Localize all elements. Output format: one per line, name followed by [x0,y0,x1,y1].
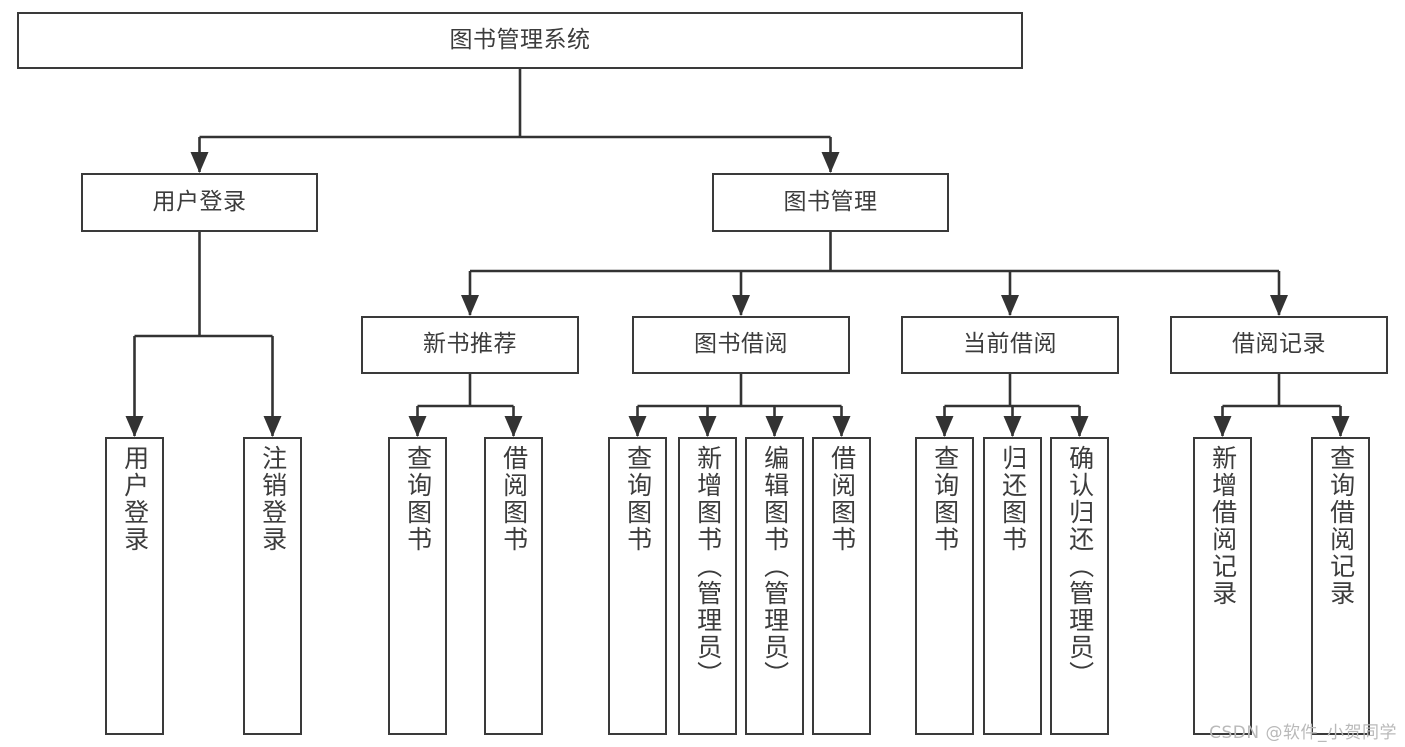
node-leaf-add-record[interactable]: 新增借阅记录 [1193,437,1252,735]
node-current-borrow[interactable]: 当前借阅 [901,316,1119,374]
node-label: 借阅图书 [827,445,857,553]
node-label: 新书推荐 [423,331,517,358]
node-label: 用户登录 [152,188,247,215]
edge-arrowhead [1001,295,1019,316]
node-label: 查询图书 [930,445,960,553]
node-label: 查询借阅记录 [1326,445,1356,607]
node-label: 归还图书 [998,445,1028,553]
node-label: 注销登录 [258,445,288,553]
edge-arrowhead [1331,416,1350,437]
node-new-book-rec[interactable]: 新书推荐 [361,316,579,374]
edge-arrowhead [732,295,750,316]
node-label: 确认归还（管理员） [1065,445,1095,688]
edge-arrowhead [698,416,717,437]
node-leaf-query-book-borrow[interactable]: 查询图书 [608,437,667,735]
node-leaf-borrow-book-rec[interactable]: 借阅图书 [484,437,543,735]
node-label: 图书管理 [783,188,878,215]
edge-arrowhead [263,416,282,437]
edge-arrowhead [1003,416,1022,437]
watermark-label: CSDN @软件_小贺同学 [1209,723,1397,743]
edge-arrowhead [832,416,851,437]
node-leaf-query-book-cur[interactable]: 查询图书 [915,437,974,735]
node-label: 新增借阅记录 [1208,445,1238,607]
edge-arrowhead [765,416,784,437]
edge-arrowhead [1213,416,1232,437]
node-user-login[interactable]: 用户登录 [81,173,318,232]
edge-arrowhead [461,295,479,316]
node-label: 借阅记录 [1232,331,1326,358]
node-label: 当前借阅 [963,331,1057,358]
node-root[interactable]: 图书管理系统 [17,12,1023,69]
node-leaf-confirm-return[interactable]: 确认归还（管理员） [1050,437,1109,735]
node-leaf-logout[interactable]: 注销登录 [243,437,302,735]
edge-arrowhead [408,416,427,437]
node-label: 新增图书（管理员） [693,445,723,688]
node-label: 查询图书 [403,445,433,553]
edge-arrowhead [1070,416,1089,437]
edge-arrowhead [1270,295,1288,316]
node-label: 编辑图书（管理员） [760,445,790,688]
node-label: 图书借阅 [694,331,788,358]
edge-arrowhead [821,152,840,173]
node-leaf-edit-book[interactable]: 编辑图书（管理员） [745,437,804,735]
edge-arrowhead [504,416,523,437]
node-leaf-query-book-rec[interactable]: 查询图书 [388,437,447,735]
edge-arrowhead [125,416,144,437]
node-label: 查询图书 [623,445,653,553]
edge-arrowhead [190,152,209,173]
edge-arrowhead [628,416,647,437]
node-book-manage[interactable]: 图书管理 [712,173,949,232]
edge-arrowhead [935,416,954,437]
node-leaf-return-book[interactable]: 归还图书 [983,437,1042,735]
node-borrow-record[interactable]: 借阅记录 [1170,316,1388,374]
node-label: 借阅图书 [499,445,529,553]
node-label: 用户登录 [120,445,150,553]
node-leaf-add-book[interactable]: 新增图书（管理员） [678,437,737,735]
node-book-borrow[interactable]: 图书借阅 [632,316,850,374]
node-leaf-query-record[interactable]: 查询借阅记录 [1311,437,1370,735]
node-label: 图书管理系统 [449,26,591,53]
node-leaf-borrow-book[interactable]: 借阅图书 [812,437,871,735]
node-leaf-user-login[interactable]: 用户登录 [105,437,164,735]
